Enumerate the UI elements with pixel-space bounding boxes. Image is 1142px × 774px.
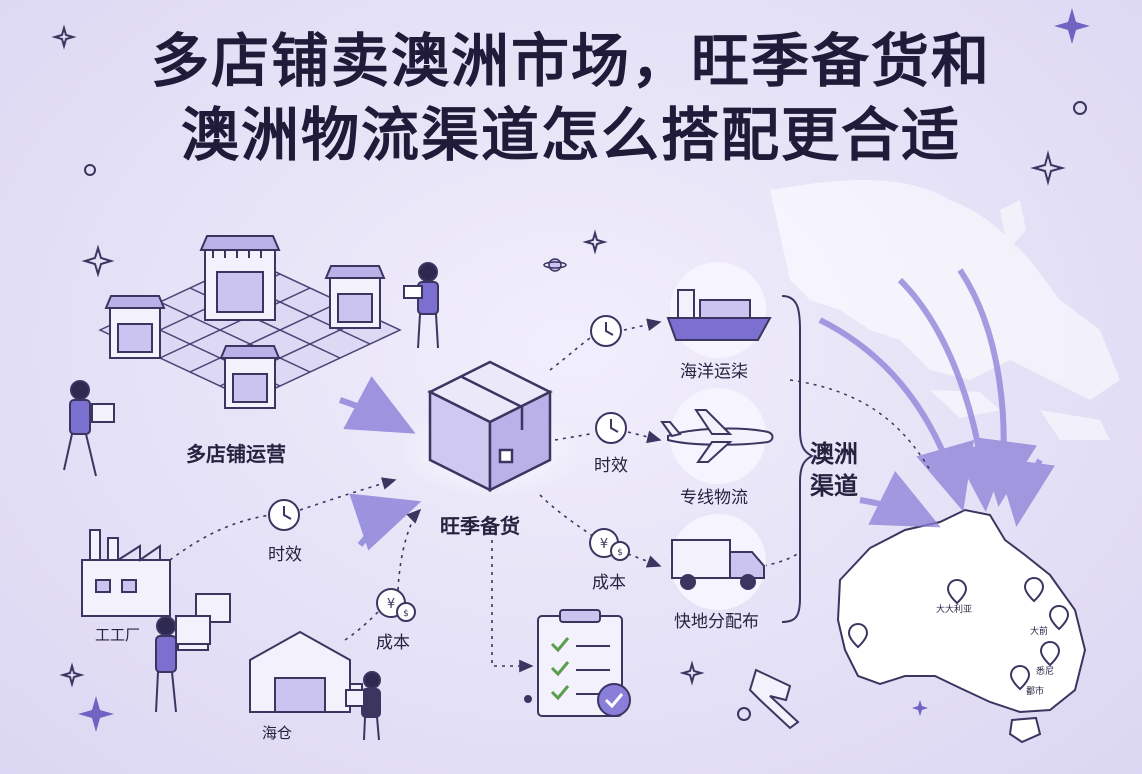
ship-icon: [666, 289, 772, 341]
svg-text:¥: ¥: [387, 597, 395, 612]
sea-freight-label: 海洋运柒: [680, 362, 748, 382]
clock-icons: [268, 315, 627, 531]
cost-label-left: 成本: [376, 633, 410, 653]
asia-map: [770, 180, 1120, 440]
title-line-1: 多店铺卖澳洲市场，旺季备货和: [150, 27, 991, 95]
cost-label-mid: 成本: [592, 573, 626, 593]
express-label: 快地分配布: [674, 612, 759, 632]
box-stack-icon: [175, 593, 231, 645]
australia-map: [836, 508, 1087, 744]
svg-text:$: $: [617, 548, 623, 558]
time-label-mid: 时效: [594, 456, 628, 476]
title-line-2: 澳洲物流渠道怎么搭配更合适: [180, 101, 961, 169]
svg-text:¥: ¥: [600, 537, 608, 552]
sparkle-icons: [51, 8, 1090, 732]
au-channel-label: 澳洲 渠道: [810, 440, 858, 500]
planet-icon: [543, 258, 567, 272]
inbound-flow-arrows: [818, 268, 1055, 528]
inbound-arrows-center: [339, 376, 422, 551]
warehouse-label: 海仓: [262, 724, 293, 742]
factory-icon: [81, 529, 171, 617]
peak-stock-label: 旺季备货: [440, 514, 520, 538]
multi-store-label: 多店铺运营: [186, 442, 286, 466]
truck-icon: [671, 539, 765, 590]
location-pin-icons: [847, 576, 1070, 691]
city-label: 大大利亚: [936, 605, 973, 615]
svg-text:$: $: [403, 609, 409, 619]
yen-coin-icons: [376, 528, 630, 622]
barcode-scanner-icon: [748, 668, 800, 730]
city-label: 鄱市: [1026, 687, 1045, 697]
checklist-clipboard-icon: [537, 609, 631, 717]
factory-label: 工工厂: [95, 626, 141, 644]
dotted-connectors: [169, 318, 801, 673]
city-label: 悉尼: [1036, 667, 1055, 677]
time-label-left: 时效: [268, 545, 302, 565]
airplane-icon: [660, 409, 774, 463]
city-label: 大前: [1030, 627, 1049, 637]
channel-bracket: [781, 295, 815, 623]
dedicated-line-label: 专线物流: [680, 488, 748, 508]
central-box-icon: [427, 360, 553, 493]
store-icons: [104, 235, 386, 409]
warehouse-icon: [249, 630, 365, 713]
